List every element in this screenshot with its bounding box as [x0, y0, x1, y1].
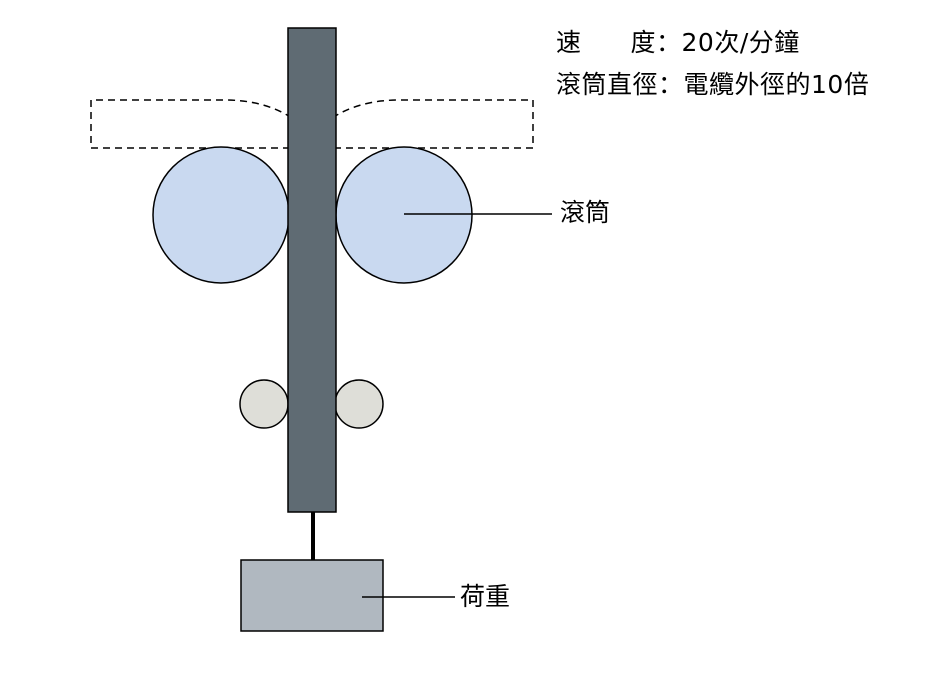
speed-key-char-1: 速 [556, 28, 582, 57]
diameter-value: 電纜外徑的10倍 [683, 70, 870, 99]
load-weight [240, 559, 384, 632]
drum-right [335, 146, 473, 284]
diameter-separator: ： [658, 70, 684, 99]
diameter-spec: 滾筒直徑：電纜外徑的10倍 [556, 70, 869, 100]
cable-specimen [287, 27, 337, 513]
speed-value: 20次/分鐘 [681, 28, 800, 57]
speed-key-char-2: 度 [630, 28, 656, 57]
load-label: 荷重 [460, 582, 511, 611]
speed-separator: ： [656, 28, 682, 57]
drum-label: 滾筒 [560, 198, 611, 227]
speed-spec: 速 度 ：20次/分鐘 [556, 28, 800, 58]
diameter-key: 滾筒直徑 [556, 70, 659, 99]
drum-left [152, 146, 290, 284]
guide-roller-right [334, 379, 384, 429]
guide-roller-left [239, 379, 289, 429]
speed-key: 速 度 [556, 28, 656, 58]
